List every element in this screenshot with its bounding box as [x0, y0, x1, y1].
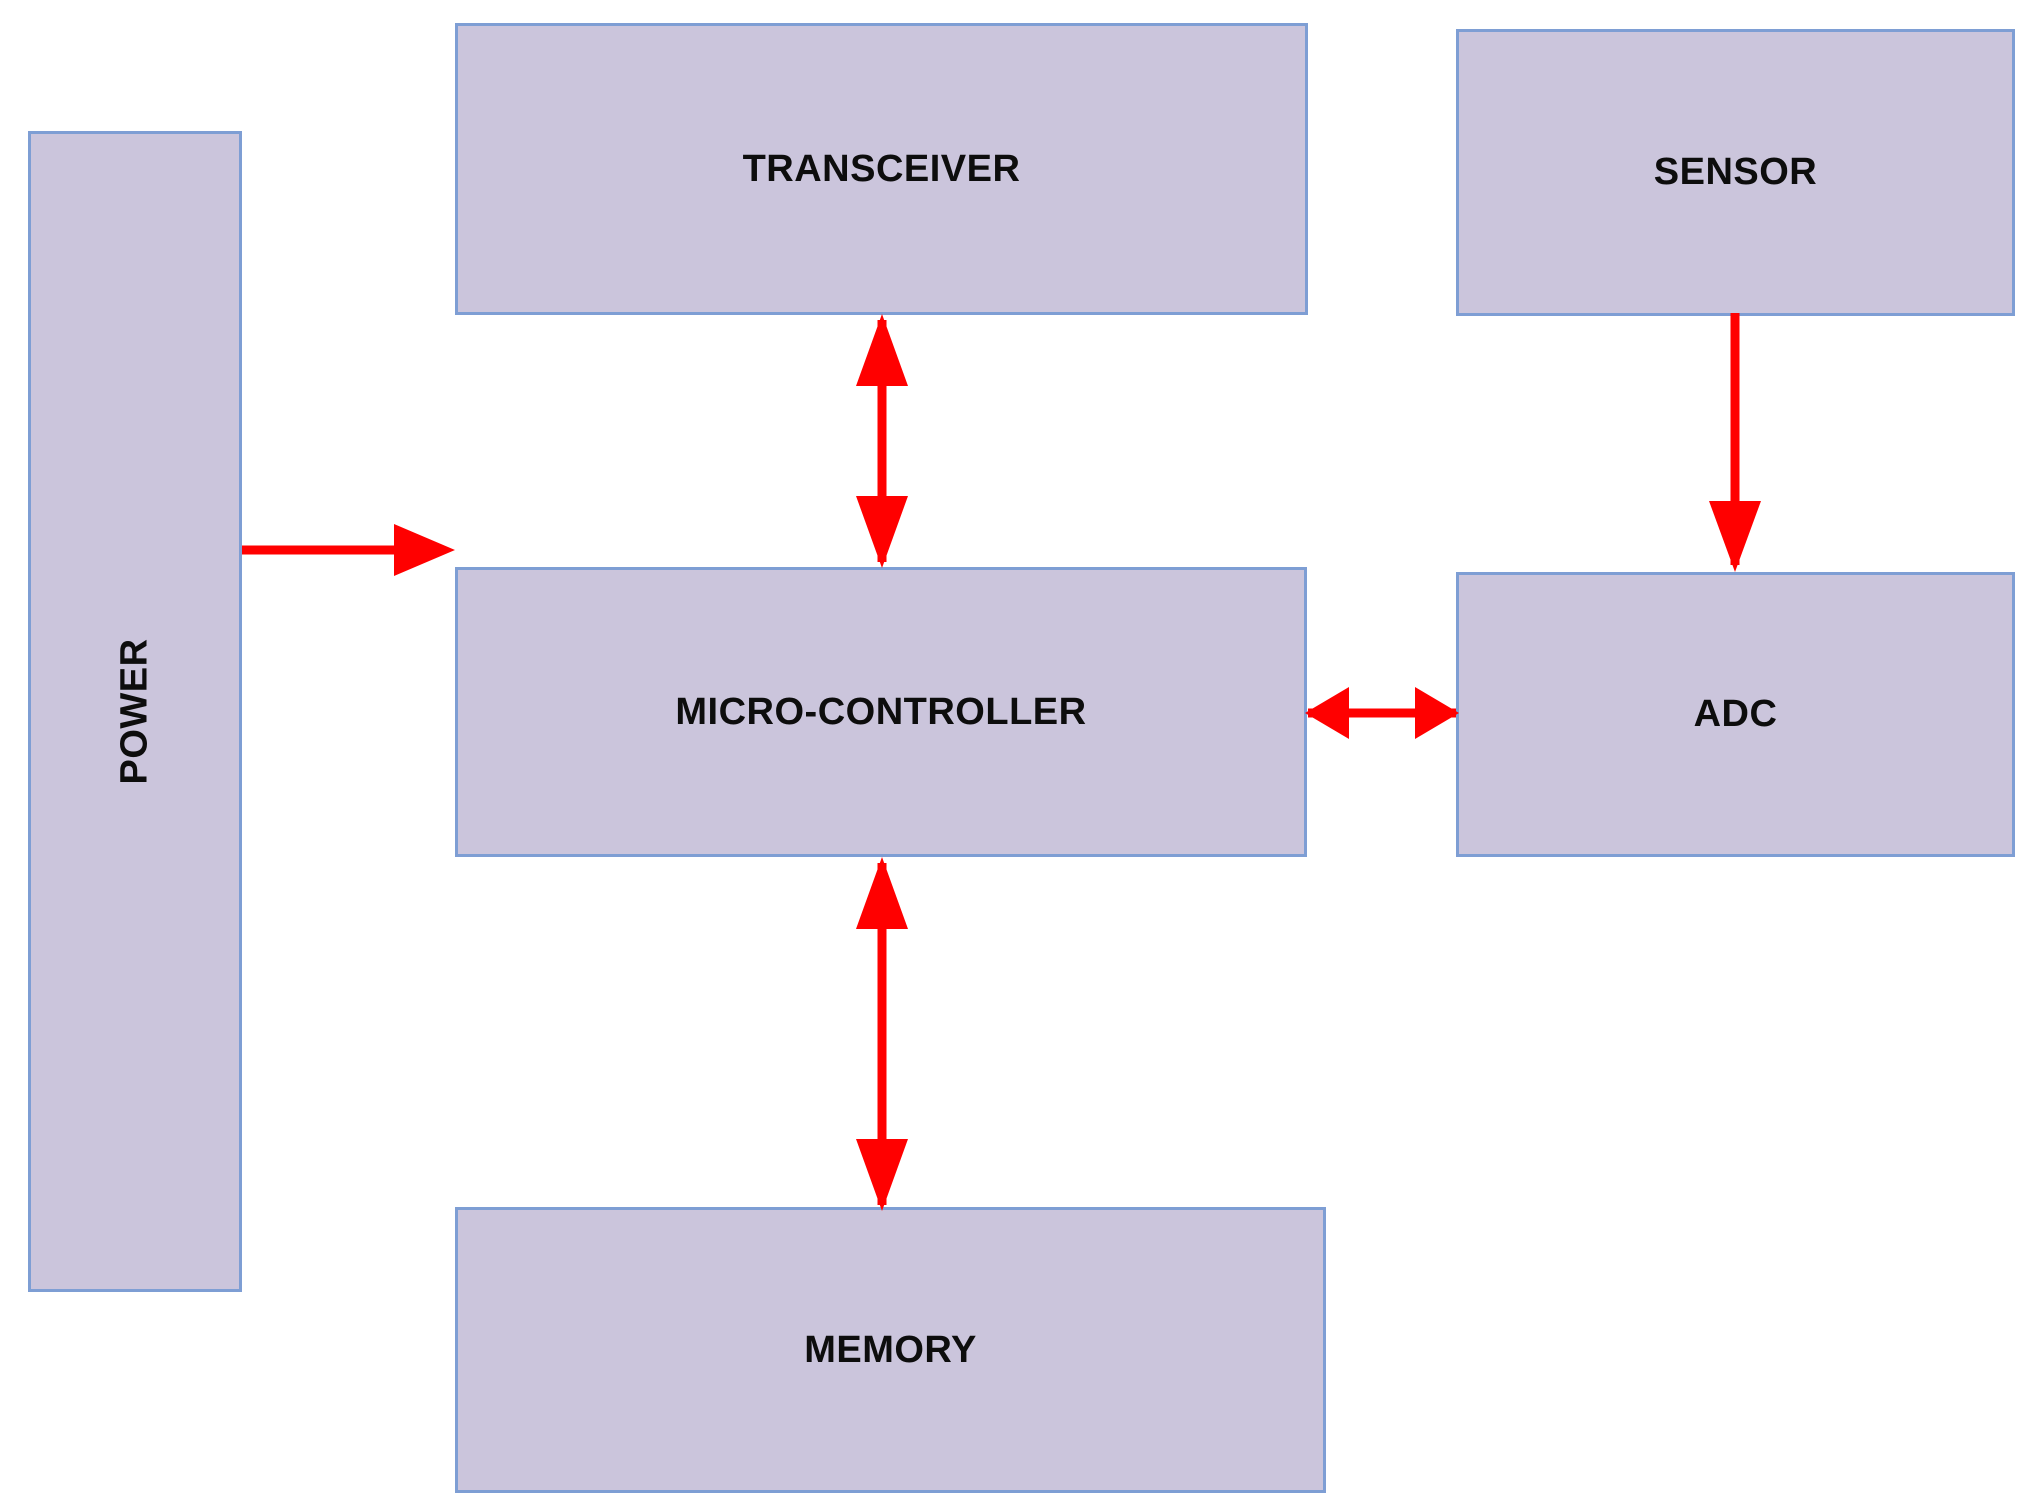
block-memory-label: MEMORY — [804, 1328, 977, 1371]
connector-transceiver-to-micro-controller — [856, 314, 908, 568]
block-transceiver-label: TRANSCEIVER — [742, 147, 1021, 190]
block-power-label: POWER — [113, 638, 156, 785]
connector-micro-controller-to-memory — [856, 857, 908, 1211]
block-sensor-label: SENSOR — [1653, 151, 1818, 193]
block-adc-label: ADC — [1693, 693, 1778, 735]
connector-power-to-micro-controller — [242, 524, 455, 576]
block-micro-controller-label: MICRO-CONTROLLER — [675, 690, 1087, 733]
block-transceiver[interactable]: TRANSCEIVER — [455, 23, 1308, 315]
connector-sensor-to-adc — [1709, 313, 1761, 572]
block-memory[interactable]: MEMORY — [455, 1207, 1326, 1493]
connector-micro-controller-to-adc — [1305, 687, 1459, 739]
block-micro-controller[interactable]: MICRO-CONTROLLER — [455, 567, 1307, 857]
block-sensor[interactable]: SENSOR — [1456, 29, 2015, 316]
block-power[interactable]: POWER — [28, 131, 242, 1292]
block-adc[interactable]: ADC — [1456, 572, 2015, 857]
